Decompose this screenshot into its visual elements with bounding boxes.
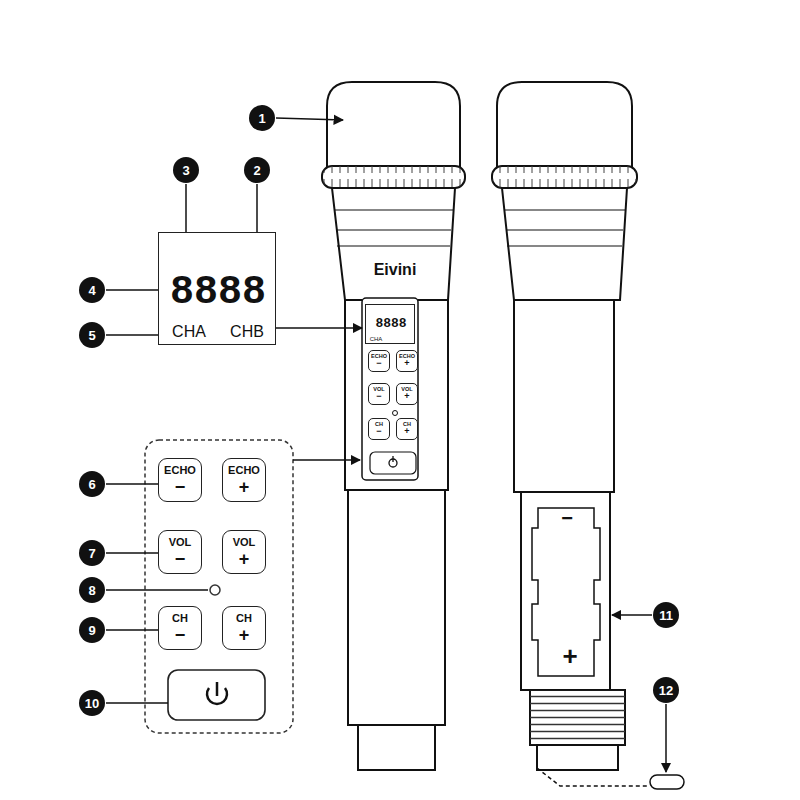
control-button: VOL + — [222, 530, 266, 574]
button-label: + — [404, 392, 409, 401]
callout-number: 3 — [173, 157, 199, 183]
control-button: VOL − — [158, 530, 202, 574]
button-label: − — [175, 478, 186, 496]
button-label: + — [239, 478, 250, 496]
callout-number: 2 — [244, 157, 270, 183]
control-button-small: VOL+ — [396, 383, 418, 405]
brand-name: Eivini — [374, 262, 417, 278]
button-label: − — [175, 550, 186, 568]
polarity-plus: + — [562, 643, 577, 669]
callout-number: 9 — [79, 617, 105, 643]
callout-text: 8 — [88, 584, 95, 597]
callout-number: 7 — [79, 540, 105, 566]
button-label: ECHO — [228, 465, 260, 476]
button-label: − — [376, 392, 381, 401]
lcd-text: 8888 — [159, 273, 277, 313]
callout-text: 10 — [85, 697, 99, 710]
callout-number: 4 — [79, 277, 105, 303]
indicator-light — [210, 585, 220, 595]
callout-number: 10 — [79, 690, 105, 716]
callout-text: 5 — [88, 329, 95, 342]
leader-lines — [106, 118, 666, 772]
button-label: CH — [172, 613, 188, 624]
control-button-small: VOL− — [368, 383, 390, 405]
callout-text: 6 — [88, 478, 95, 491]
control-button-small: CH− — [368, 418, 390, 440]
lcd-text: CHA — [368, 336, 384, 342]
button-label: + — [239, 550, 250, 568]
polarity-minus: − — [561, 508, 573, 528]
button-label: + — [239, 626, 250, 644]
mic-front — [322, 82, 465, 770]
button-label: CH — [236, 613, 252, 624]
callout-number: 6 — [79, 471, 105, 497]
lcd-text: CHB — [219, 324, 275, 340]
lcd-display-small: 8888CHA — [365, 304, 415, 344]
callout-number: 11 — [653, 602, 679, 628]
callout-number: 12 — [653, 677, 679, 703]
callout-number: 1 — [249, 105, 275, 131]
control-button-small: ECHO+ — [396, 350, 418, 372]
callout-text: 9 — [88, 624, 95, 637]
panel-group — [145, 440, 293, 733]
callout-text: 2 — [253, 164, 260, 177]
button-label: − — [376, 427, 381, 436]
callout-number: 8 — [79, 577, 105, 603]
control-button-small: ECHO− — [368, 350, 390, 372]
control-button-small: CH+ — [396, 418, 418, 440]
callout-text: 11 — [659, 609, 673, 622]
button-label: ECHO — [164, 465, 196, 476]
power-button-big — [168, 670, 265, 720]
button-label: + — [404, 427, 409, 436]
hidden-line — [537, 768, 648, 786]
callout-text: 3 — [182, 164, 189, 177]
callout-text: 1 — [258, 112, 265, 125]
control-button: ECHO − — [158, 458, 202, 502]
button-label: + — [404, 359, 409, 368]
control-button: CH − — [158, 606, 202, 650]
control-button: ECHO + — [222, 458, 266, 502]
callout-text: 7 — [88, 547, 95, 560]
mic-back — [492, 82, 684, 789]
callout-text: 12 — [659, 684, 673, 697]
control-button: CH + — [222, 606, 266, 650]
button-label: − — [376, 359, 381, 368]
button-label: VOL — [233, 537, 256, 548]
callout-number: 5 — [79, 322, 105, 348]
button-label: VOL — [169, 537, 192, 548]
lcd-text: 8888 — [366, 317, 416, 330]
lcd-text: CHA — [161, 324, 217, 340]
callout-text: 4 — [88, 284, 95, 297]
lcd-display: 8888CHACHB — [158, 232, 276, 345]
button-label: − — [175, 626, 186, 644]
